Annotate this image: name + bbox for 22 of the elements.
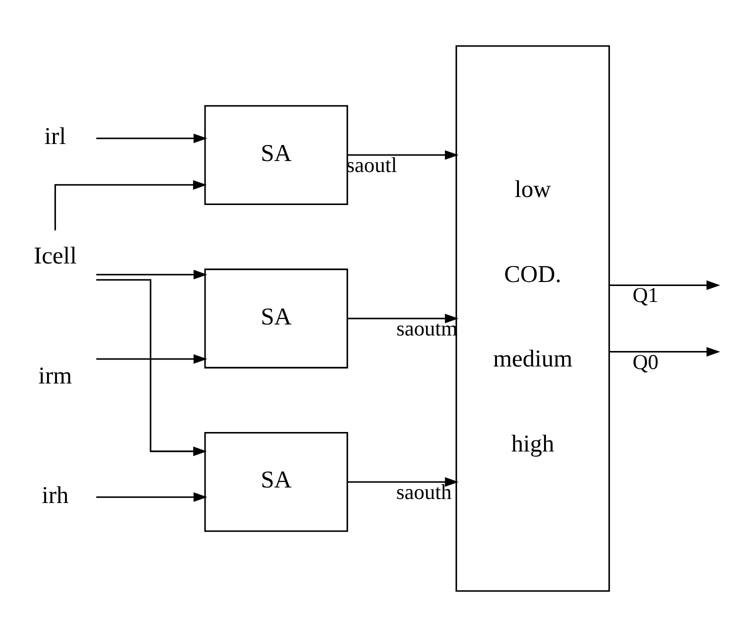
node-text: irm [38, 362, 72, 389]
node-box: SA [204, 432, 348, 532]
node-text: irh [42, 481, 69, 508]
node-text: irl [44, 122, 66, 150]
edge-label: Q0 [632, 349, 658, 374]
arrow [96, 492, 208, 502]
node-box: SA [204, 268, 348, 368]
node-box: SA [204, 104, 348, 204]
arrow [96, 133, 208, 143]
node-box: low COD. medium high [456, 44, 610, 592]
arrow [610, 280, 720, 290]
arrow [96, 354, 208, 364]
arrow [96, 269, 208, 279]
arrow [610, 346, 720, 356]
arrow [348, 150, 459, 160]
arrow [348, 476, 459, 486]
edge-label: Q1 [632, 282, 658, 307]
arrow [54, 180, 207, 230]
edge-label: saouth [396, 479, 452, 504]
arrow [96, 278, 207, 456]
edge-label: saoutl [346, 152, 398, 176]
node-text: Icell [34, 242, 77, 270]
